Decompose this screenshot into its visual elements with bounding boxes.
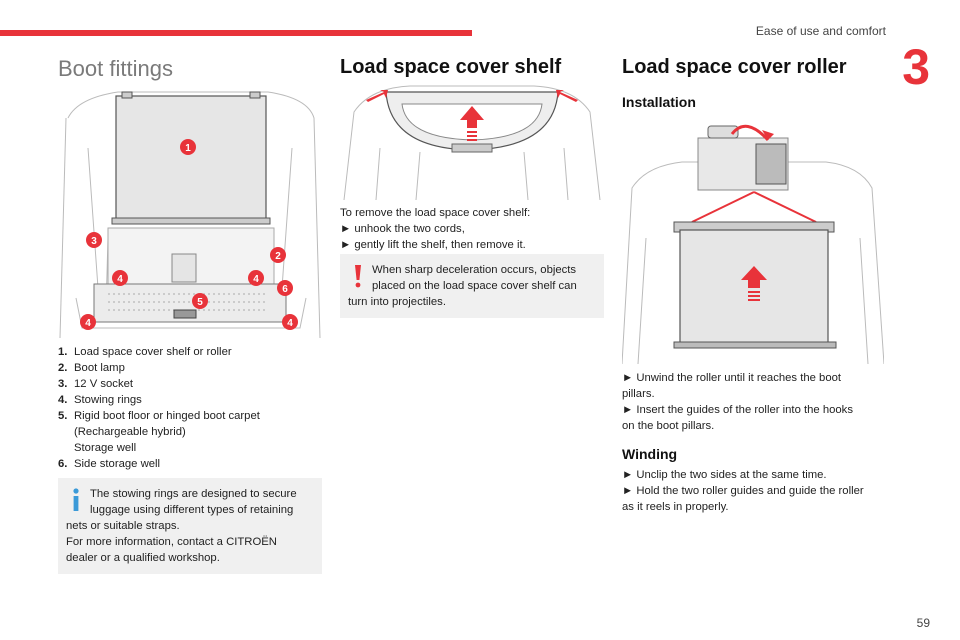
legend-item: 5. Rigid boot floor or hinged boot carpe… bbox=[58, 410, 260, 454]
installation-heading: Installation bbox=[622, 94, 696, 110]
info-icon bbox=[73, 488, 79, 511]
fittings-legend: 1.Load space cover shelf or roller 2.Boo… bbox=[58, 344, 322, 472]
callout-label: 2 bbox=[275, 251, 281, 262]
winding-heading: Winding bbox=[622, 446, 678, 462]
winding-instructions: ► Unclip the two sides at the same time.… bbox=[622, 469, 864, 513]
pull-up-arrow-icon bbox=[741, 266, 767, 301]
section-title: Ease of use and comfort bbox=[755, 24, 886, 38]
callout-label: 4 bbox=[85, 318, 91, 329]
cover-shelf-illustration bbox=[340, 82, 604, 200]
info-note: The stowing rings are designed to secure… bbox=[58, 478, 322, 574]
section-heading: Load space cover shelf bbox=[340, 56, 562, 78]
page-number: 59 bbox=[916, 616, 930, 630]
legend-item: 1.Load space cover shelf or roller bbox=[58, 346, 232, 358]
cover-roller-illustration bbox=[622, 118, 884, 364]
callout-5 bbox=[192, 293, 208, 309]
warning-note: When sharp deceleration occurs, objects … bbox=[340, 254, 604, 318]
callout-label: 4 bbox=[117, 274, 123, 285]
legend-item: 2.Boot lamp bbox=[58, 362, 125, 374]
arrow-left-icon bbox=[366, 90, 388, 102]
page-title: Boot fittings bbox=[58, 56, 173, 81]
callout-label: 5 bbox=[197, 297, 203, 308]
section-heading: Load space cover roller bbox=[622, 56, 847, 78]
callout-1 bbox=[180, 139, 196, 155]
legend-item: 3.12 V socket bbox=[58, 378, 134, 390]
shelf-instructions: To remove the load space cover shelf: ► … bbox=[340, 207, 531, 251]
callout-4 bbox=[248, 270, 264, 286]
legend-item: 4.Stowing rings bbox=[58, 394, 142, 406]
boot-fittings-illustration: 1 2 3 4 4 4 4 5 6 bbox=[58, 88, 322, 338]
callout-label: 4 bbox=[253, 274, 259, 285]
callout-3 bbox=[86, 232, 102, 248]
legend-item: 6.Side storage well bbox=[58, 458, 161, 470]
installation-instructions: ► Unwind the roller until it reaches the… bbox=[622, 372, 853, 432]
chapter-number: 3 bbox=[902, 39, 930, 95]
callout-2 bbox=[270, 247, 286, 263]
callout-label: 1 bbox=[185, 143, 191, 154]
arrow-right-icon bbox=[556, 90, 578, 102]
callout-label: 6 bbox=[282, 284, 288, 295]
lift-up-arrow-icon bbox=[460, 106, 484, 141]
warning-icon bbox=[355, 265, 361, 288]
callout-4 bbox=[282, 314, 298, 330]
callout-6 bbox=[277, 280, 293, 296]
callout-4 bbox=[112, 270, 128, 286]
header-accent-bar bbox=[0, 30, 472, 36]
callout-label: 4 bbox=[287, 318, 293, 329]
callout-label: 3 bbox=[91, 236, 97, 247]
callout-4 bbox=[80, 314, 96, 330]
